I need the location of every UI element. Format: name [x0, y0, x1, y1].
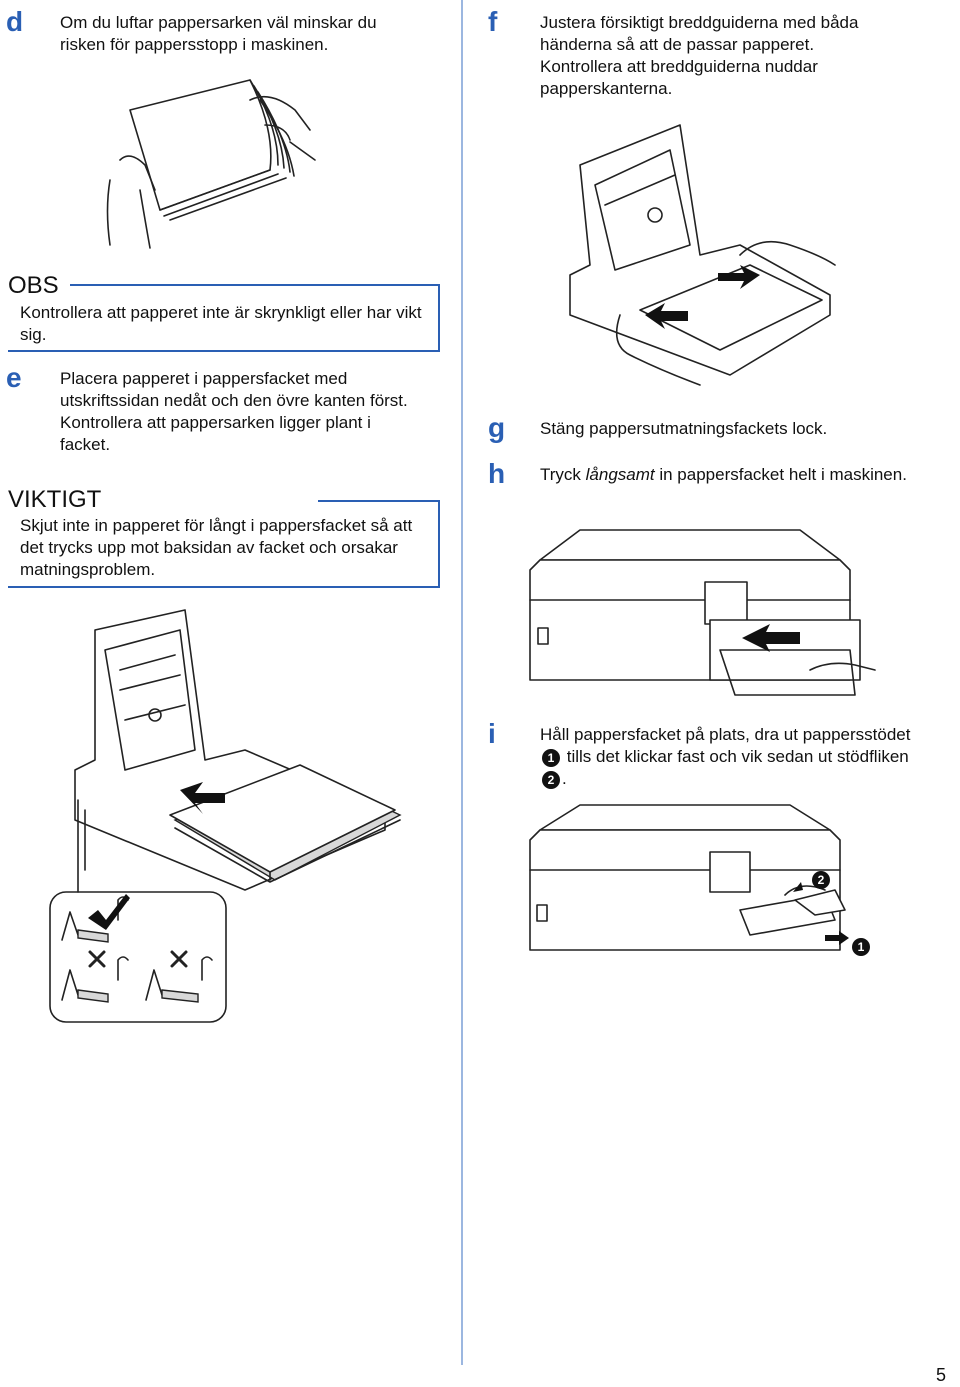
callout-1-figure: 1 [850, 938, 872, 956]
viktigt-top-rule [318, 500, 438, 502]
callout-2-figure: 2 [810, 871, 832, 889]
step-d-text: Om du luftar pappersarken väl minskar du… [60, 13, 377, 54]
viktigt-text: Skjut inte in papperet för långt i pappe… [20, 516, 413, 579]
step-h-text-after: in pappersfacket helt i maskinen. [654, 465, 907, 484]
step-g-text: Stäng pappersutmatningsfackets lock. [540, 419, 828, 438]
fanning-paper-illustration [106, 79, 316, 249]
step-letter-i: i [488, 718, 496, 749]
step-f-text: Justera försiktigt breddguiderna med båd… [540, 13, 859, 98]
step-e-text: Placera papperet i pappersfacket med uts… [60, 369, 408, 454]
step-letter-f: f [488, 6, 498, 37]
obs-title: OBS [8, 272, 59, 299]
callout-2-badge: 2 [542, 770, 560, 789]
width-guides-illustration [569, 124, 836, 386]
step-i-text-part3: . [562, 769, 567, 788]
step-h-text: Tryck långsamt in pappersfacket helt i m… [540, 464, 920, 486]
step-h-text-before: Tryck [540, 465, 586, 484]
column-divider [461, 0, 463, 1365]
callout-2-figure-label: 2 [812, 871, 830, 889]
viktigt-title: VIKTIGT [8, 486, 102, 513]
step-letter-d: d [6, 6, 24, 37]
printer-paper-support-illustration [529, 804, 849, 951]
paper-tray-loading-illustration [74, 609, 402, 891]
obs-text: Kontrollera att papperet inte är skrynkl… [20, 303, 422, 344]
page-number: 5 [935, 1365, 946, 1385]
step-letter-g: g [488, 412, 506, 443]
check-mark-icon [88, 894, 130, 930]
step-i-text-part1: Håll pappersfacket på plats, dra ut papp… [540, 725, 911, 744]
step-letter-h: h [488, 458, 506, 489]
obs-top-rule [70, 284, 438, 286]
paper-placement-inset [49, 799, 227, 1023]
viktigt-box [8, 500, 440, 588]
callout-1-figure-label: 1 [852, 938, 870, 956]
step-i-text-part2: tills det klickar fast och vik sedan ut … [562, 747, 909, 766]
step-h-text-emph: långsamt [585, 465, 655, 484]
step-i-text: Håll pappersfacket på plats, dra ut papp… [540, 724, 920, 790]
obs-box [8, 284, 440, 352]
callout-1-badge: 1 [542, 748, 560, 767]
step-letter-e: e [6, 362, 22, 393]
printer-push-tray-illustration [529, 529, 876, 696]
